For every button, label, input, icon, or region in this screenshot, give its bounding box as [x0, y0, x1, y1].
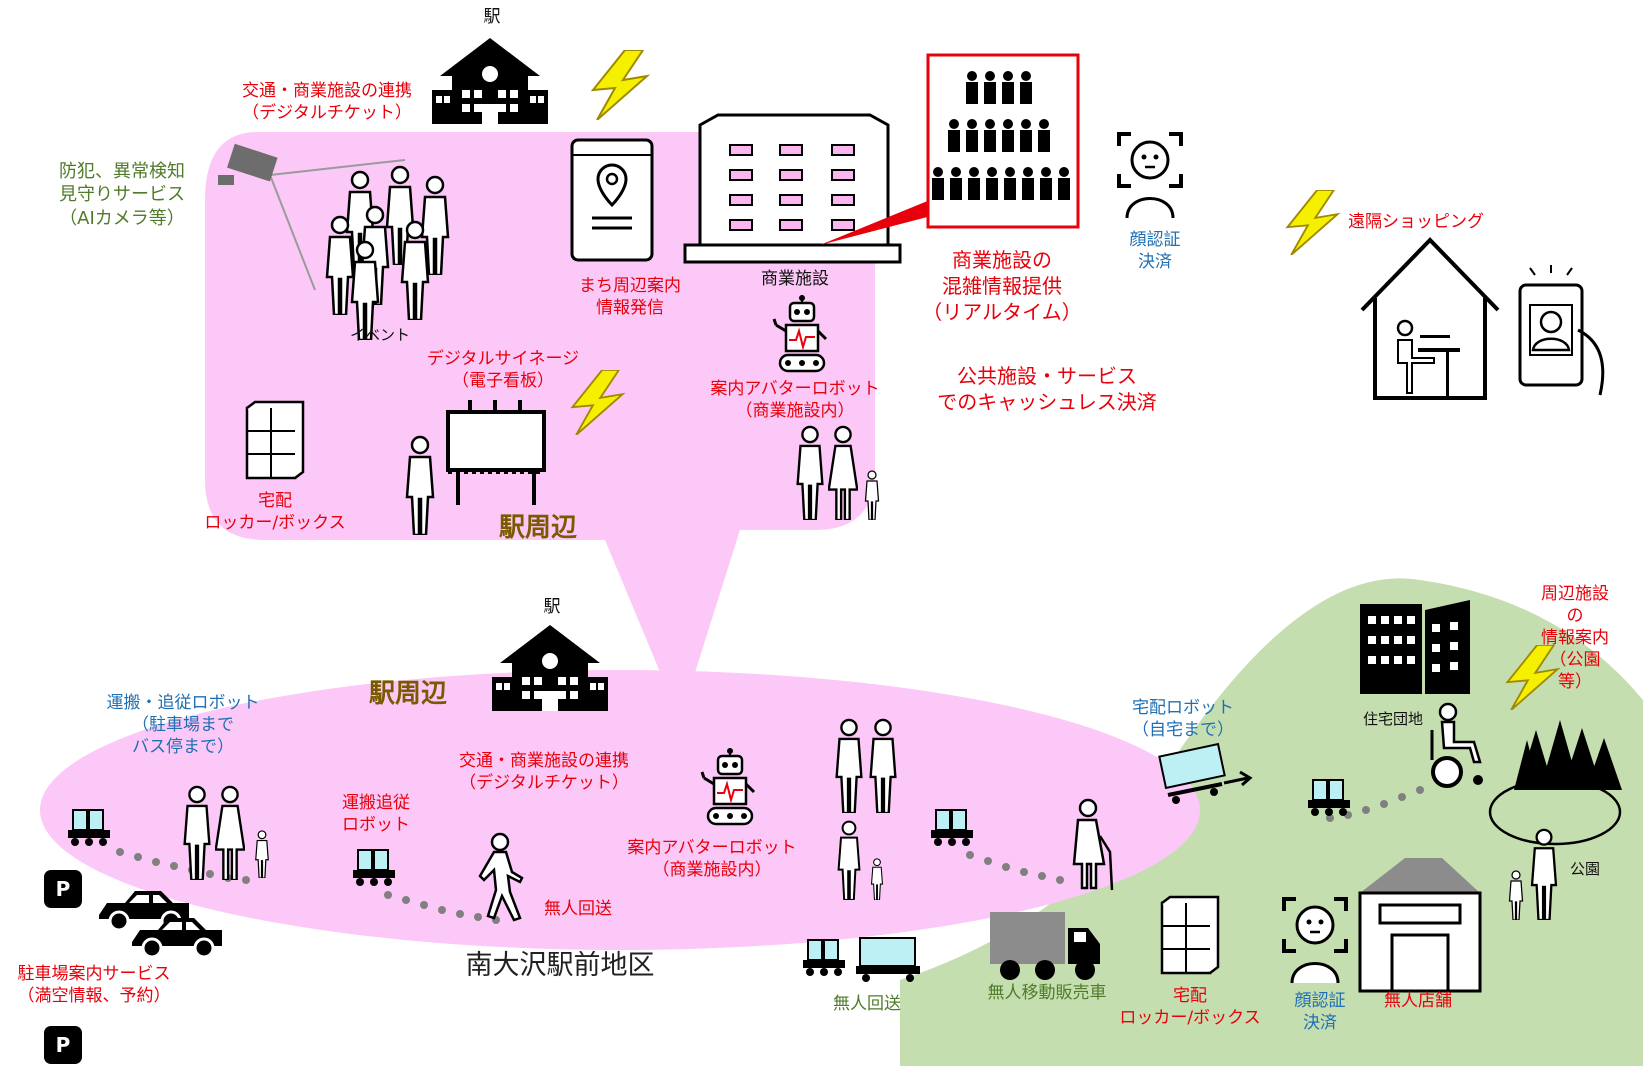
- locker-icon: [245, 400, 305, 480]
- locker-bottom-label: 宅配 ロッカー/ボックス: [1119, 986, 1261, 1029]
- park-label: 公園: [1569, 860, 1601, 878]
- wheelchair-icon: [1430, 702, 1483, 788]
- station-icon: [432, 38, 548, 124]
- face-auth-icon: [1117, 132, 1183, 220]
- building-icon: [683, 113, 902, 264]
- congestion-info-label: 商業施設の 混雑情報提供 （リアルタイム）: [922, 248, 1082, 324]
- traffic-link-bottom-label: 交通・商業施設の連携 （デジタルチケット）: [459, 751, 629, 794]
- station-top-label: 駅: [483, 7, 501, 27]
- cargo-robot-icon: [67, 809, 111, 847]
- avatar-robot-top-label: 案内アバターロボット （商業施設内）: [710, 379, 880, 422]
- station-bottom-label: 駅: [543, 597, 561, 617]
- parking-service-label: 駐車場案内サービス （満空情報、予約）: [17, 964, 171, 1007]
- station-area-bottom-label: 駅周辺: [368, 679, 448, 709]
- cargo-robot-icon: [802, 939, 846, 977]
- crowd-icon: [820, 53, 1080, 245]
- locker-top-label: 宅配 ロッカー/ボックス: [204, 491, 346, 534]
- parking-sign-icon: [44, 870, 82, 908]
- district-label: 南大沢駅前地区: [465, 950, 655, 981]
- commercial-facility-label: 商業施設: [761, 269, 829, 289]
- face-auth-top-label: 顔認証 決済: [1129, 230, 1181, 273]
- cargo-robot-icon: [352, 849, 396, 887]
- elderly-person-icon: [1072, 798, 1114, 891]
- delivery-robot-label: 宅配ロボット （自宅まで）: [1132, 698, 1234, 741]
- walking-person-icon: [478, 832, 524, 922]
- face-auth-bottom-label: 顔認証 決済: [1294, 991, 1346, 1034]
- event-label: イベント: [349, 326, 411, 344]
- station-area-top-label: 駅周辺: [498, 513, 578, 543]
- unmanned-store-label: 無人店舗: [1384, 991, 1452, 1011]
- locker-icon: [1160, 895, 1220, 975]
- cctv-camera-icon: [218, 143, 406, 291]
- avatar-robot-bottom-label: 案内アバターロボット （商業施設内）: [627, 838, 797, 881]
- cashless-label: 公共施設・サービス でのキャッシュレス決済: [937, 364, 1157, 414]
- unmanned-return-label: 無人回送: [544, 899, 612, 919]
- parking-mark: P: [55, 1033, 71, 1057]
- carry-robot-label: 運搬・追従ロボット （駐車場まで バス停まで）: [106, 693, 260, 758]
- store-icon: [1358, 858, 1482, 993]
- unmanned-return-label: 無人回送: [833, 994, 901, 1014]
- house-remote-icon: [1360, 237, 1605, 400]
- mobile-sales-label: 無人移動販売車: [987, 983, 1107, 1003]
- cargo-robot-icon: [1307, 779, 1351, 817]
- cargo-robot-icon: [930, 809, 974, 847]
- smartphone-map-icon: [570, 138, 654, 262]
- carry-follow-robot-label: 運搬追従 ロボット: [342, 793, 410, 836]
- parking-sign-icon: [44, 1026, 82, 1064]
- traffic-link-top-label: 交通・商業施設の連携 （デジタルチケット）: [242, 81, 412, 124]
- digital-signage-label: デジタルサイネージ （電子看板）: [426, 349, 580, 392]
- cargo-robot-icon: [856, 937, 920, 982]
- lightning-icon: [592, 50, 648, 120]
- station-icon: [492, 625, 608, 711]
- lightning-icon: [1286, 190, 1339, 255]
- housing-complex-label: 住宅団地: [1362, 710, 1424, 728]
- remote-shopping-label: 遠隔ショッピング: [1348, 212, 1484, 232]
- nearby-info-label: 周辺施設の 情報案内 （公園等）: [1541, 584, 1609, 693]
- signage-icon: [405, 400, 546, 535]
- parking-mark: P: [55, 877, 71, 901]
- truck-icon: [990, 912, 1100, 980]
- delivery-robot-icon: [1158, 742, 1253, 804]
- apartment-icon: [1360, 600, 1470, 694]
- town-info-label: まち周辺案内 情報発信: [579, 276, 681, 319]
- forest-icon: [1488, 720, 1622, 846]
- crime-prevention-label: 防犯、異常検知 見守りサービス （AIカメラ等）: [59, 161, 185, 229]
